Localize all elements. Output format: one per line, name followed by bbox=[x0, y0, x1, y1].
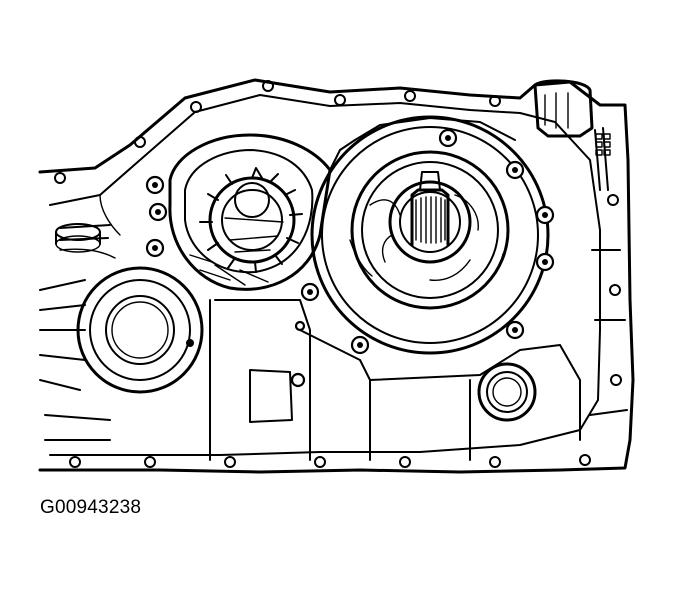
axle-seal-bore bbox=[477, 362, 537, 422]
case-left-ribs bbox=[39, 224, 111, 441]
pump-cover-bolts bbox=[350, 128, 555, 355]
case-bolt-holes bbox=[54, 80, 622, 468]
case-small-bolt bbox=[290, 372, 306, 388]
differential-bearing-bore bbox=[76, 266, 204, 394]
case-bolt-hole bbox=[579, 454, 591, 466]
case-bolt-hole bbox=[607, 194, 619, 206]
oil-pump-assembly bbox=[310, 115, 550, 355]
case-bolt-hole bbox=[262, 80, 274, 92]
case-right-ribs bbox=[589, 127, 628, 416]
breather-plug bbox=[533, 79, 594, 138]
case-bolt-hole bbox=[54, 172, 66, 184]
case-bolt-hole bbox=[334, 94, 346, 106]
case-lower-panels bbox=[209, 299, 581, 461]
case-bolt-hole bbox=[144, 456, 156, 468]
case-bolt-hole bbox=[399, 456, 411, 468]
case-bolt-hole bbox=[134, 136, 146, 148]
idler-gear bbox=[189, 167, 303, 286]
input-shaft bbox=[388, 171, 472, 264]
case-bolt-hole bbox=[314, 456, 326, 468]
case-outer-outline bbox=[38, 78, 635, 474]
case-bolt-hole bbox=[609, 284, 621, 296]
case-bolt-hole bbox=[489, 456, 501, 468]
case-bolt-hole bbox=[404, 90, 416, 102]
case-inner-flange bbox=[49, 94, 601, 456]
gear-cover-bolts bbox=[145, 175, 320, 302]
case-bolt-hole bbox=[610, 374, 622, 386]
case-bolt-hole bbox=[489, 95, 501, 107]
case-right-studs bbox=[595, 133, 611, 156]
case-small-bolt bbox=[294, 320, 306, 332]
case-bolt-hole bbox=[69, 456, 81, 468]
oil-tube-stub bbox=[55, 223, 101, 253]
idler-gear-housing bbox=[168, 133, 332, 291]
figure-id-label: G00943238 bbox=[40, 497, 142, 518]
case-bolt-hole bbox=[224, 456, 236, 468]
case-bolt-hole bbox=[190, 101, 202, 113]
